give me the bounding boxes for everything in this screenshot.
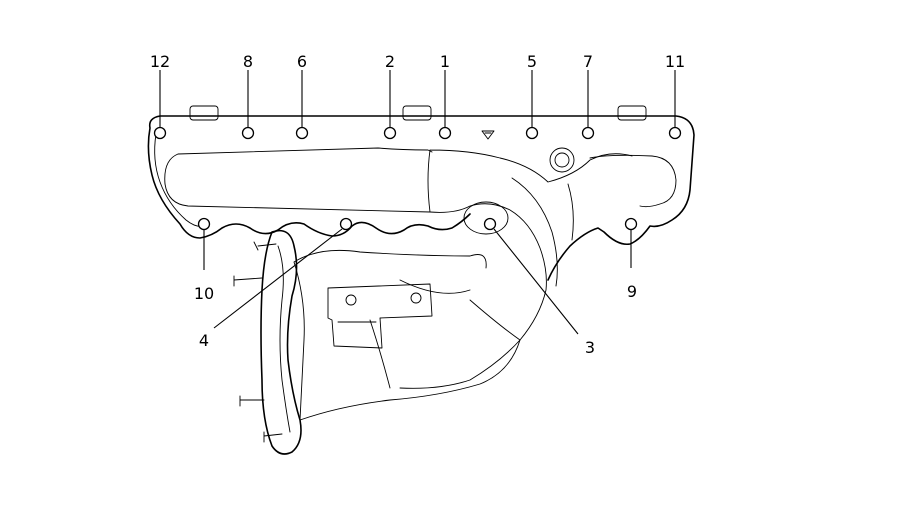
sensor-boss [549, 147, 575, 173]
callout-6: 6 [297, 52, 307, 71]
stud-2 [233, 275, 263, 287]
direction-mark-icon [481, 130, 495, 140]
bolt-hole-2 [383, 126, 397, 140]
callout-1: 1 [440, 52, 450, 71]
callout-4: 4 [199, 331, 209, 350]
flange-edge-inset [154, 133, 205, 227]
bolt-hole-3 [483, 217, 497, 231]
callout-12: 12 [150, 52, 170, 71]
collector-stud-boss [463, 201, 509, 235]
bolt-hole-11 [668, 126, 682, 140]
bolt-hole-4 [339, 217, 353, 231]
flange-tab-middle [402, 105, 432, 121]
bolt-hole-7 [581, 126, 595, 140]
leader-4 [213, 228, 343, 329]
flange-tab-right [617, 105, 647, 121]
callout-2: 2 [385, 52, 395, 71]
bracket-hole-left [345, 294, 357, 306]
leader-3 [493, 228, 579, 335]
callout-labels: 12 8 6 2 1 5 7 11 10 4 3 9 [150, 52, 685, 357]
flange-inner-outline [164, 147, 677, 213]
callout-5: 5 [527, 52, 537, 71]
bolt-hole-12 [153, 126, 167, 140]
manifold-flange [147, 105, 695, 281]
bolt-hole-1 [438, 126, 452, 140]
outlet-assembly [233, 229, 521, 455]
runner-pipes [399, 147, 633, 389]
flange-tab-left [189, 105, 219, 121]
callout-3: 3 [585, 338, 595, 357]
bolt-holes [153, 126, 682, 231]
outlet-flange-outline [260, 229, 302, 455]
runner-collector [399, 203, 547, 389]
bolt-hole-9 [624, 217, 638, 231]
mounting-bracket [327, 283, 433, 349]
outlet-flange-inner [277, 245, 291, 433]
sensor-boss-inner [554, 152, 570, 168]
bolt-hole-10 [197, 217, 211, 231]
leader-lines [159, 70, 676, 335]
callout-8: 8 [243, 52, 253, 71]
stud-4 [263, 431, 283, 443]
bolt-hole-8 [241, 126, 255, 140]
flange-outer-outline [147, 115, 695, 281]
outlet-pipe [293, 249, 521, 421]
callout-11: 11 [665, 52, 685, 71]
collector-inner-contour [511, 177, 574, 287]
stud-3 [239, 395, 265, 407]
bolt-hole-6 [295, 126, 309, 140]
outlet-pipe-seam [369, 279, 521, 389]
bolt-hole-5 [525, 126, 539, 140]
callout-9: 9 [627, 282, 637, 301]
bracket-hole-right [410, 292, 422, 304]
stud-1 [253, 241, 277, 251]
runner-upper-pipe [427, 149, 633, 213]
callout-10: 10 [194, 284, 214, 303]
callout-7: 7 [583, 52, 593, 71]
